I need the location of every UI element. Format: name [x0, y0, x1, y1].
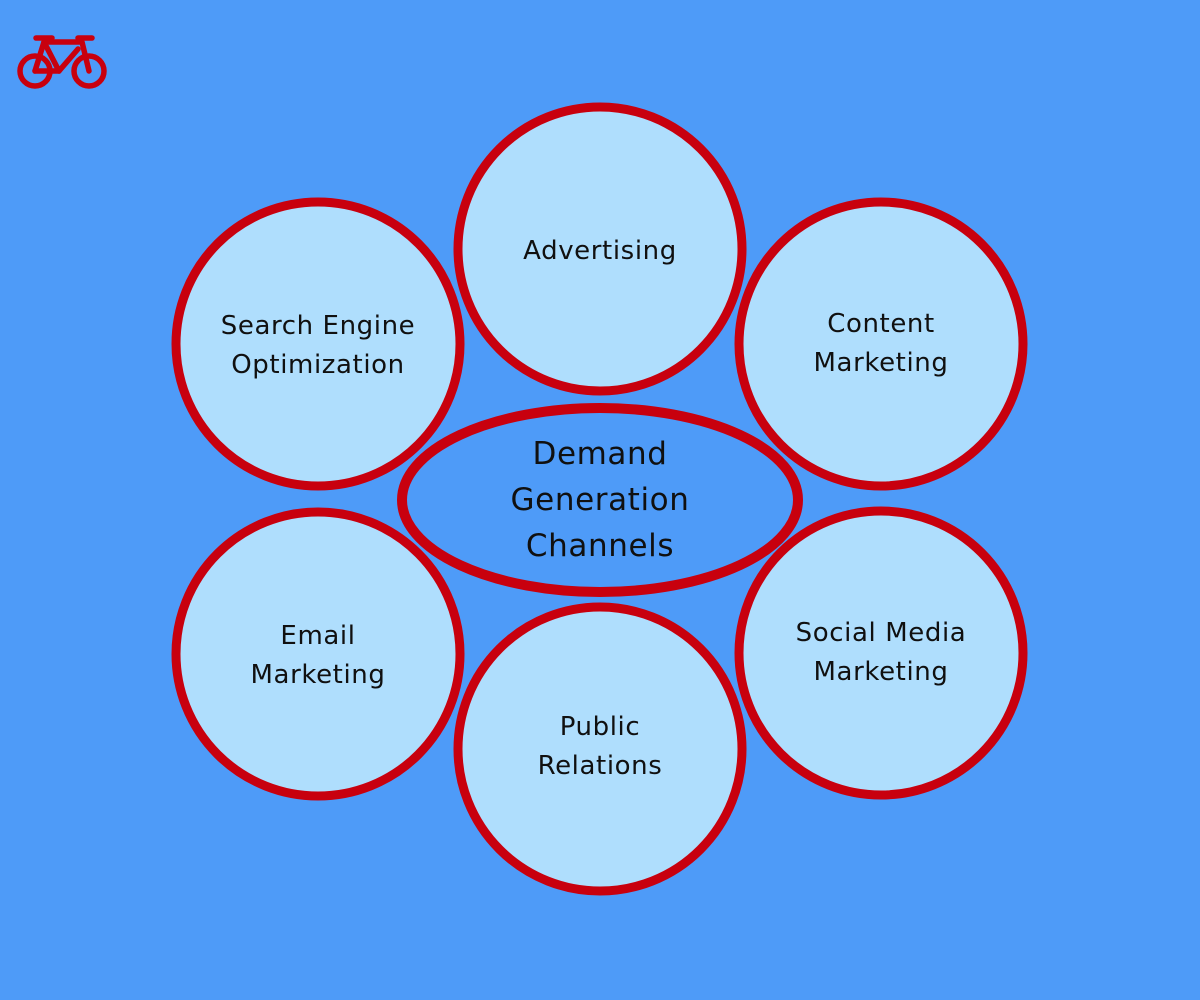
channel-circle-content-marketing — [734, 197, 1028, 491]
channel-label-content-marketing: Content Marketing — [813, 309, 949, 378]
bicycle-icon — [17, 35, 107, 89]
channel-label-advertising: Advertising — [523, 235, 677, 266]
channel-label-public-relations: Public Relations — [537, 712, 663, 781]
channel-circle-public-relations — [453, 602, 747, 896]
channel-label-search-engine-optimization: Search Engine Optimization — [220, 311, 416, 380]
channel-label-email-marketing: Email Marketing — [250, 621, 386, 690]
channel-circle-social-media-marketing — [734, 506, 1028, 800]
channel-label-social-media-marketing: Social Media Marketing — [795, 618, 967, 687]
channel-circle-search-engine-optimization — [171, 197, 465, 491]
channel-circle-advertising — [453, 102, 747, 396]
center-ellipse — [397, 403, 803, 597]
channel-circle-email-marketing — [171, 507, 465, 801]
center-label: Demand Generation Channels — [510, 436, 690, 564]
